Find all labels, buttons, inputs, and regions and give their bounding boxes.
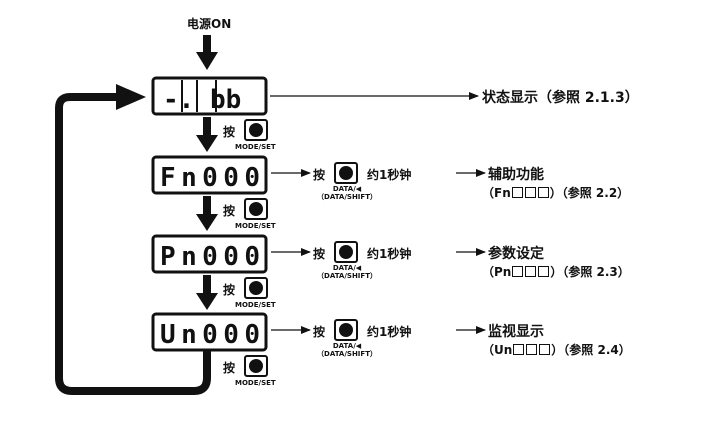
digit-box-icon xyxy=(512,266,524,277)
un-code-prefix: （Un xyxy=(482,343,513,357)
display-pn-text: Pn000 xyxy=(160,242,260,272)
mode-set-key-label-1: MODE/SET xyxy=(235,143,276,151)
fn-press-label: 按 xyxy=(313,168,326,182)
mode-set-key-label-2: MODE/SET xyxy=(235,222,276,230)
mode-set-button-1[interactable] xyxy=(244,119,268,141)
fn-code-prefix: （Fn xyxy=(482,186,511,200)
pn-data-button[interactable] xyxy=(334,241,358,263)
status-description: 状态显示（参照 2.1.3） xyxy=(482,90,639,106)
pn-reference: ）（参照 2.3） xyxy=(550,265,630,279)
pn-code-prefix: （Pn xyxy=(482,265,512,279)
power-on-arrow xyxy=(196,35,218,70)
down-arrow-2 xyxy=(196,196,218,231)
un-data-key-label-1: DATA/◀ xyxy=(332,342,362,350)
display-status-text: -. bb xyxy=(163,85,241,115)
mode-press-label-1: 按 xyxy=(223,125,236,139)
un-hold-time: 约1秒钟 xyxy=(367,325,412,339)
pn-data-key-label: DATA/◀ （DATA/SHIFT） xyxy=(312,264,382,280)
pn-data-key-label-2: （DATA/SHIFT） xyxy=(317,272,377,280)
digit-box-icon xyxy=(526,344,538,355)
display-fn: Fn000 xyxy=(151,155,268,195)
display-un: Un000 xyxy=(151,312,268,352)
digit-box-icon xyxy=(525,266,537,277)
mode-press-label-3: 按 xyxy=(223,283,236,297)
display-fn-text: Fn000 xyxy=(160,163,260,193)
mode-press-label-2: 按 xyxy=(223,204,236,218)
un-data-key-label: DATA/◀ （DATA/SHIFT） xyxy=(312,342,382,358)
fn-hold-time: 约1秒钟 xyxy=(367,168,412,182)
down-arrow-1 xyxy=(196,117,218,152)
fn-code-line: （Fn ）（参照 2.2） xyxy=(482,184,629,201)
mode-set-key-label-3: MODE/SET xyxy=(235,301,276,309)
un-press-label: 按 xyxy=(313,325,326,339)
mode-set-button-2[interactable] xyxy=(244,198,268,220)
fn-data-button[interactable] xyxy=(334,162,358,184)
display-status: -. bb xyxy=(151,76,268,116)
fn-data-key-label-1: DATA/◀ xyxy=(332,185,362,193)
display-un-text: Un000 xyxy=(160,320,260,350)
display-pn: Pn000 xyxy=(151,234,268,274)
digit-box-icon xyxy=(537,187,549,198)
pn-press-label: 按 xyxy=(313,247,326,261)
fn-reference: ）（参照 2.2） xyxy=(549,186,630,200)
un-code-line: （Un ）（参照 2.4） xyxy=(482,341,631,358)
digit-box-icon xyxy=(539,344,551,355)
pn-description: 参数设定 xyxy=(488,246,544,262)
pn-code-line: （Pn ）（参照 2.3） xyxy=(482,263,630,280)
pn-hold-time: 约1秒钟 xyxy=(367,247,412,261)
mode-press-label-4: 按 xyxy=(223,361,236,375)
power-on-label: 电源ON xyxy=(187,17,232,31)
digit-box-icon xyxy=(524,187,536,198)
fn-data-key-label: DATA/◀ （DATA/SHIFT） xyxy=(312,185,382,201)
digit-box-icon xyxy=(513,344,525,355)
digit-box-icon xyxy=(511,187,523,198)
mode-set-button-3[interactable] xyxy=(244,277,268,299)
un-reference: ）（参照 2.4） xyxy=(551,343,631,357)
fn-data-key-label-2: （DATA/SHIFT） xyxy=(317,193,377,201)
return-loop-arrow xyxy=(55,84,211,395)
pn-data-key-label-1: DATA/◀ xyxy=(332,264,362,272)
mode-set-button-4[interactable] xyxy=(244,355,268,377)
mode-set-key-label-4: MODE/SET xyxy=(235,379,276,387)
digit-box-icon xyxy=(538,266,550,277)
fn-description: 辅助功能 xyxy=(488,167,544,183)
un-data-button[interactable] xyxy=(334,319,358,341)
un-data-key-label-2: （DATA/SHIFT） xyxy=(317,350,377,358)
down-arrow-3 xyxy=(196,275,218,310)
un-description: 监视显示 xyxy=(488,324,544,340)
